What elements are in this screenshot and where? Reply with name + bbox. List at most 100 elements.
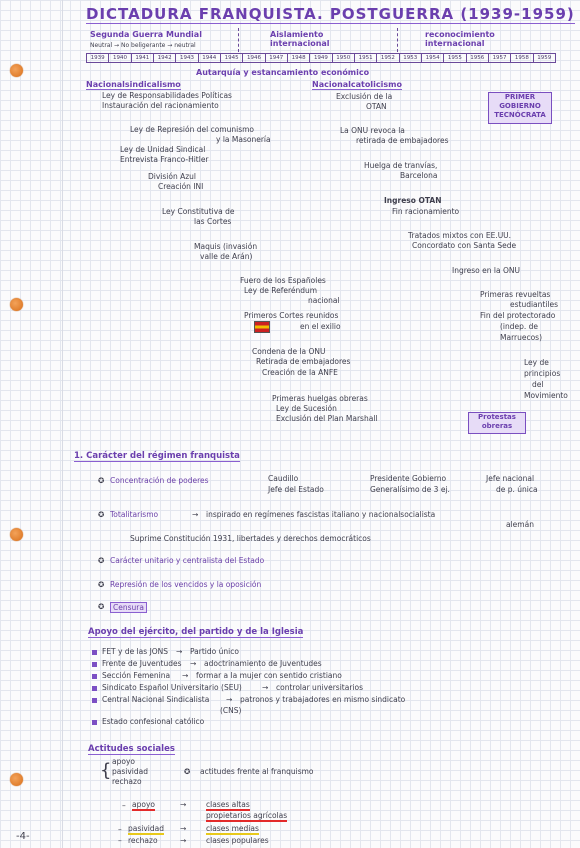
divider — [397, 28, 398, 52]
year-cell: 1944 — [197, 53, 221, 63]
attitude-summary: actitudes frente al franquismo — [200, 767, 314, 776]
timeline-item: del — [532, 380, 544, 389]
year-cell: 1946 — [242, 53, 266, 63]
concept-detail: Generalísimo de 3 ej. — [370, 485, 450, 494]
bullet-icon: ✪ — [98, 602, 105, 611]
page-title: DICTADURA FRANQUISTA. POSTGUERRA (1939-1… — [86, 5, 575, 24]
timeline-item: Tratados mixtos con EE.UU. — [408, 231, 512, 240]
republic-flag-icon — [254, 321, 270, 333]
primer-gobierno-box: PRIMER GOBIERNO TECNÓCRATA — [488, 92, 552, 124]
bullet-icon: ✪ — [98, 510, 105, 519]
binder-hole — [10, 528, 23, 541]
attitude-item: rechazo — [128, 836, 158, 845]
list-item: FET y de las JONS — [102, 647, 169, 656]
social-class: clases populares — [206, 836, 269, 845]
bullet-icon: ✪ — [184, 767, 191, 776]
year-cell: 1952 — [376, 53, 400, 63]
list-item: Central Nacional Sindicalista — [102, 695, 210, 704]
concept-label: Represión de los vencidos y la oposición — [110, 580, 262, 589]
concept-detail: inspirado en regímenes fascistas italian… — [206, 510, 436, 519]
timeline-item: Fuero de los Españoles — [240, 276, 326, 285]
year-cell: 1945 — [219, 53, 244, 63]
concept-label: Censura — [110, 602, 147, 613]
timeline-item: Ingreso en la ONU — [452, 266, 520, 275]
year-cell: 1958 — [510, 53, 534, 63]
timeline-item: las Cortes — [194, 217, 232, 226]
year-cell: 1942 — [152, 53, 177, 63]
timeline-item: Concordato con Santa Sede — [412, 241, 517, 250]
social-class: propietarios agrícolas — [206, 811, 288, 822]
year-cell: 1957 — [487, 53, 512, 63]
timeline-item: Creación INI — [158, 182, 204, 191]
timeline-item: Primeros Cortes reunidos — [244, 311, 339, 320]
bullet-icon — [92, 674, 97, 679]
box-line: TECNÓCRATA — [494, 111, 546, 119]
year-cell: 1941 — [130, 53, 154, 63]
timeline-item: Instauración del racionamiento — [102, 101, 219, 110]
timeline-item: Ley de Sucesión — [276, 404, 337, 413]
timeline-item: División Azul — [148, 172, 197, 181]
arrow-icon: → — [180, 800, 187, 809]
concept-label: Carácter unitario y centralista del Esta… — [110, 556, 265, 565]
arrow-icon: → — [180, 824, 187, 833]
attitude-item: rechazo — [112, 777, 142, 786]
divider — [238, 28, 239, 52]
box-line: obreras — [481, 422, 513, 430]
box-line: PRIMER — [504, 93, 536, 101]
bullet-icon: ✪ — [98, 556, 105, 565]
dash-icon: – — [118, 825, 122, 834]
binder-hole — [10, 298, 23, 311]
timeline-item: Ley Constitutiva de — [162, 207, 235, 216]
year-cell: 1940 — [108, 53, 132, 63]
timeline-item: Barcelona — [400, 171, 438, 180]
section-heading: Apoyo del ejército, del partido y de la … — [88, 627, 304, 638]
page-number: -4- — [16, 831, 30, 842]
arrow-icon: → — [262, 683, 269, 692]
timeline-item: OTAN — [366, 102, 387, 111]
list-item-detail: controlar universitarios — [276, 683, 363, 692]
timeline-item: nacional — [308, 296, 340, 305]
economy-label: Autarquía y estancamiento económico — [196, 68, 370, 77]
year-cell: 1955 — [443, 53, 467, 63]
timeline-item: Fin racionamiento — [392, 207, 460, 216]
attitude-item: pasividad — [112, 767, 148, 776]
section-heading: 1. Carácter del régimen franquista — [74, 451, 240, 462]
timeline-item: (indep. de — [500, 322, 539, 331]
column-header-right: Nacionalcatolicismo — [312, 80, 402, 90]
year-cell: 1939 — [85, 53, 110, 63]
dash-icon: – — [122, 801, 126, 810]
bullet-icon — [92, 662, 97, 667]
concept-detail: alemán — [506, 520, 534, 529]
list-item: Sección Femenina — [102, 671, 171, 680]
arrow-icon: → — [182, 671, 189, 680]
timeline-item: Ley de Referéndum — [244, 286, 318, 295]
brace-icon: { — [100, 760, 112, 781]
timeline-item: Creación de la ANFE — [262, 368, 338, 377]
timeline-item: y la Masonería — [216, 135, 271, 144]
social-class: clases medias — [206, 824, 259, 835]
concept-detail: Presidente Gobierno — [370, 474, 447, 483]
timeline-item: principios — [524, 369, 561, 378]
list-item-detail: patronos y trabajadores en mismo sindica… — [240, 695, 406, 704]
concept-label: Totalitarismo — [110, 510, 159, 519]
timeline-item: en el exilio — [300, 322, 341, 331]
timeline-item: retirada de embajadores — [356, 136, 449, 145]
protestas-obreras-box: Protestas obreras — [468, 412, 526, 434]
year-cell: 1950 — [331, 53, 355, 63]
bullet-icon — [92, 686, 97, 691]
year-cell: 1943 — [175, 53, 199, 63]
timeline-item: Ley de — [524, 358, 549, 367]
timeline-item: valle de Arán) — [200, 252, 253, 261]
list-item: Sindicato Español Universitario (SEU) — [102, 683, 242, 692]
concept-detail: de p. única — [496, 485, 538, 494]
column-header-left: Nacionalsindicalismo — [86, 80, 181, 90]
timeline-item: Retirada de embajadores — [256, 357, 351, 366]
year-cell: 1947 — [264, 53, 288, 63]
binder-hole — [10, 64, 23, 77]
concept-detail: Suprime Constitución 1931, libertades y … — [130, 534, 371, 543]
timeline-item: Entrevista Franco-Hitler — [120, 155, 209, 164]
arrow-icon: → — [226, 695, 233, 704]
timeline-item: Condena de la ONU — [252, 347, 326, 356]
arrow-icon: → — [180, 836, 187, 845]
attitude-item: apoyo — [112, 757, 135, 766]
